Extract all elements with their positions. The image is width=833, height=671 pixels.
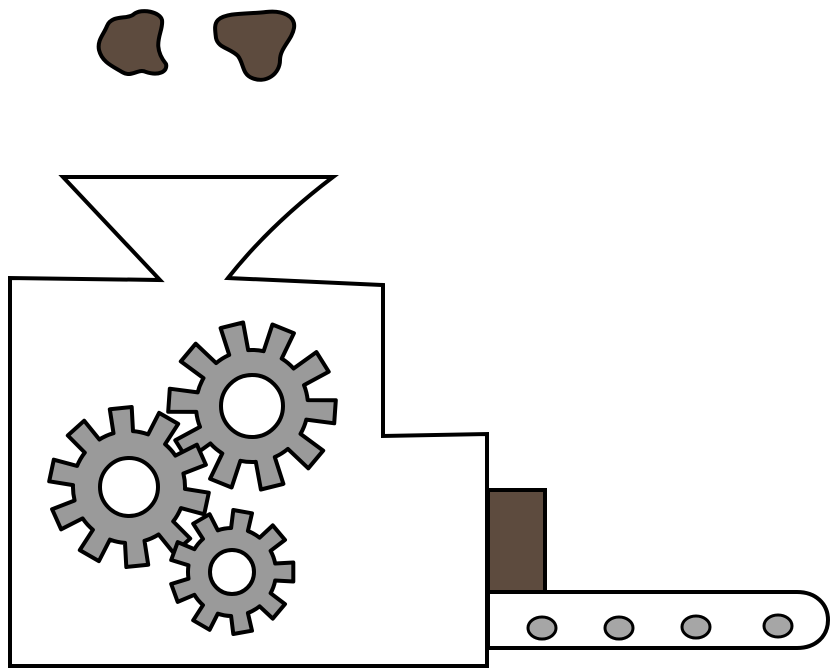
conveyor-roller [605,617,633,639]
gear-hole [210,550,254,594]
gear-hole [221,375,283,437]
gear-hole [100,458,158,516]
conveyor-belt [488,592,828,648]
conveyor-roller [528,617,556,639]
conveyor-roller [764,615,792,637]
output-block [488,490,545,592]
raw-lump-1 [99,11,167,74]
conveyor-roller [682,616,710,638]
raw-material-group [99,11,295,80]
raw-lump-2 [215,12,294,80]
